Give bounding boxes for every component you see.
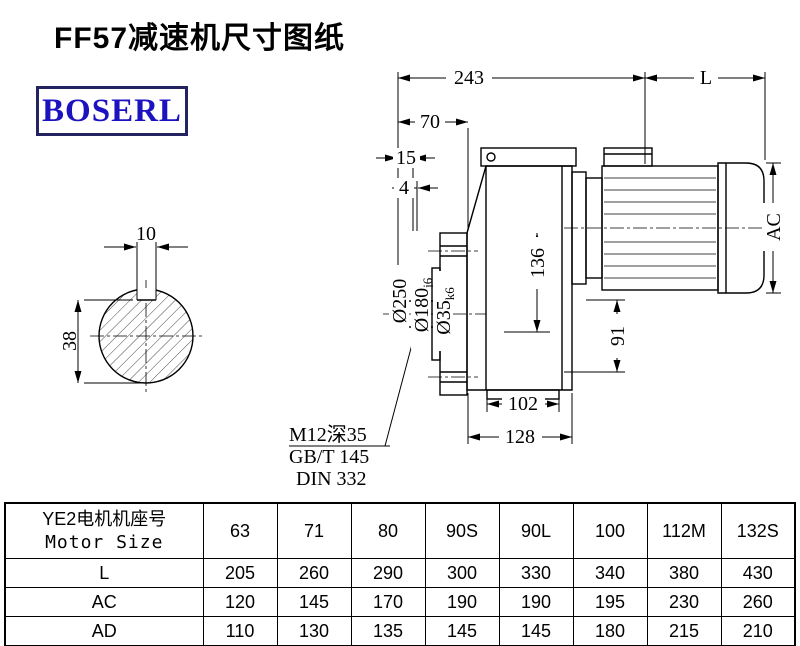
table-cell: 430 xyxy=(720,558,796,588)
dim-4-label: 4 xyxy=(399,177,409,199)
size-col-header: 90L xyxy=(498,502,574,559)
table-cell: 110 xyxy=(202,616,278,646)
table-cell: 190 xyxy=(498,587,574,617)
size-col-header: 100 xyxy=(572,502,648,559)
size-col-header: 80 xyxy=(350,502,426,559)
dia-35-label: Ø35k6 xyxy=(433,287,457,335)
dim-128-label: 128 xyxy=(505,426,535,448)
page-title: FF57减速机尺寸图纸 xyxy=(54,22,346,55)
note-din: DIN 332 xyxy=(296,468,367,490)
size-col-header: 132S xyxy=(720,502,796,559)
table-cell: 195 xyxy=(572,587,648,617)
table-cell: 330 xyxy=(498,558,574,588)
note-m12: M12深35 xyxy=(289,423,367,446)
dim-AC-label: AC xyxy=(763,213,785,241)
table-cell: 260 xyxy=(276,558,352,588)
brand-logo: BOSERL xyxy=(36,86,188,136)
table-cell: 145 xyxy=(424,616,500,646)
table-cell: 300 xyxy=(424,558,500,588)
dim-L-label: L xyxy=(700,67,712,89)
table-cell: 290 xyxy=(350,558,426,588)
dimension-labels: 10 38 243 L 70 15 4 Ø250 Ø180j6 xyxy=(59,67,785,490)
table-cell: 130 xyxy=(276,616,352,646)
table-row-AD: AD 110 130 135 145 145 180 215 210 xyxy=(4,616,796,646)
dim-91-label: 91 xyxy=(607,326,629,346)
row-label: AC xyxy=(4,587,204,617)
table-cell: 145 xyxy=(276,587,352,617)
brand-logo-text: BOSERL xyxy=(42,92,182,129)
table-cell: 210 xyxy=(720,616,796,646)
shaft-section-circle xyxy=(98,288,194,384)
table-cell: 380 xyxy=(646,558,722,588)
dim-136-label: 136 xyxy=(527,248,549,278)
row-label: L xyxy=(4,558,204,588)
terminal-box xyxy=(603,147,653,167)
table-cell: 340 xyxy=(572,558,648,588)
dimension-drawing: 10 38 243 L 70 15 4 Ø250 Ø180j6 xyxy=(59,67,785,490)
dim-70-label: 70 xyxy=(420,111,440,133)
housing-cap xyxy=(480,147,577,167)
header-en: Motor Size xyxy=(45,532,164,553)
size-col-header: 112M xyxy=(646,502,722,559)
dim-15-label: 15 xyxy=(396,147,416,169)
object-lines xyxy=(98,147,765,400)
cap-screw xyxy=(486,152,496,162)
table-cell: 190 xyxy=(424,587,500,617)
table-row-L: L 205 260 290 300 330 340 380 430 xyxy=(4,558,796,588)
dim-102-label: 102 xyxy=(508,393,538,415)
size-col-header: 90S xyxy=(424,502,500,559)
table-cell: 180 xyxy=(572,616,648,646)
table-header-cell: YE2电机机座号 Motor Size xyxy=(4,502,204,559)
table-cell: 170 xyxy=(350,587,426,617)
row-label: AD xyxy=(4,616,204,646)
gear-housing xyxy=(466,165,573,391)
table-cell: 215 xyxy=(646,616,722,646)
header-cn: YE2电机机座号 xyxy=(42,509,167,529)
fan-cowl xyxy=(717,162,765,294)
motor-fins xyxy=(604,177,716,279)
note-gbt: GB/T 145 xyxy=(289,446,369,468)
size-col-header: 71 xyxy=(276,502,352,559)
dim-38-label: 38 xyxy=(59,331,81,351)
table-cell: 260 xyxy=(720,587,796,617)
table-cell: 205 xyxy=(202,558,278,588)
dim-243-label: 243 xyxy=(454,67,484,89)
dia-180-label: Ø180j6 xyxy=(411,277,435,332)
table-row-AC: AC 120 145 170 190 190 195 230 260 xyxy=(4,587,796,617)
table-header-row: YE2电机机座号 Motor Size 63 71 80 90S 90L 100… xyxy=(4,502,796,559)
dim-10-label: 10 xyxy=(136,223,156,245)
table-cell: 145 xyxy=(498,616,574,646)
size-col-header: 63 xyxy=(202,502,278,559)
table-cell: 135 xyxy=(350,616,426,646)
motor-size-table: YE2电机机座号 Motor Size 63 71 80 90S 90L 100… xyxy=(4,502,796,646)
dia-250-label: Ø250 xyxy=(389,279,411,323)
table-cell: 230 xyxy=(646,587,722,617)
table-cell: 120 xyxy=(202,587,278,617)
